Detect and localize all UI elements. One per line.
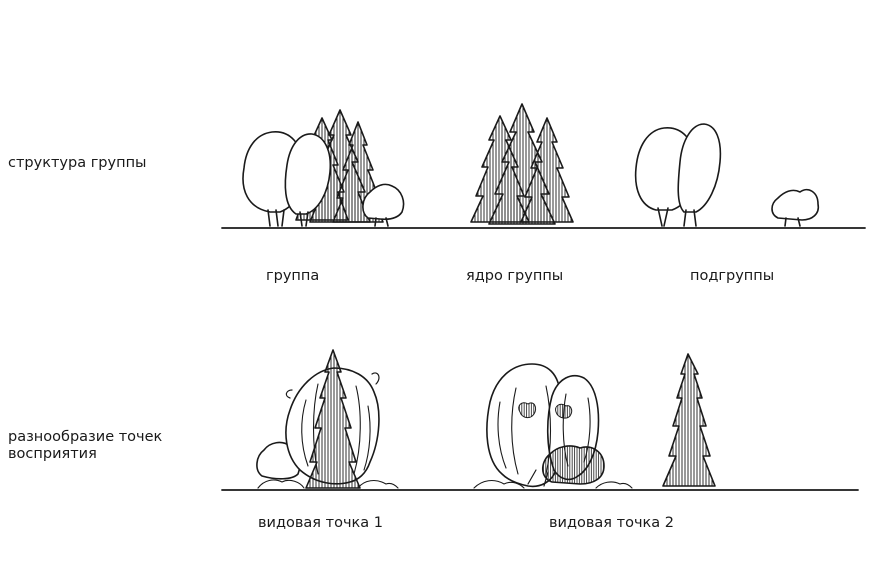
tree-group <box>242 109 405 227</box>
caption-group-core: ядро группы <box>466 268 564 284</box>
spruce-tree <box>520 117 574 223</box>
row2-label-line1: разнообразие точек <box>8 429 163 445</box>
row2-label: разнообразие точек восприятия <box>8 429 162 463</box>
caption-viewpoint-1: видовая точка 1 <box>258 515 383 531</box>
bush <box>541 445 605 485</box>
caption-subgroups: подгруппы <box>690 268 775 284</box>
tree-group-core <box>470 103 574 225</box>
bush <box>771 188 820 221</box>
bush <box>362 183 405 221</box>
tree-viewpoint-2 <box>473 353 716 489</box>
deciduous-tree <box>677 123 722 213</box>
row1-label: структура группы <box>8 155 147 172</box>
spruce-tree <box>662 353 716 487</box>
row1-label-line1: структура группы <box>8 155 147 171</box>
caption-viewpoint-2: видовая точка 2 <box>549 515 674 531</box>
tree-viewpoint-1 <box>256 349 399 489</box>
spruce-tree <box>305 349 361 489</box>
row2-label-line2: восприятия <box>8 446 97 462</box>
deciduous-tree <box>284 133 332 215</box>
caption-group: группа <box>266 268 320 284</box>
tree-subgroups <box>634 123 820 227</box>
